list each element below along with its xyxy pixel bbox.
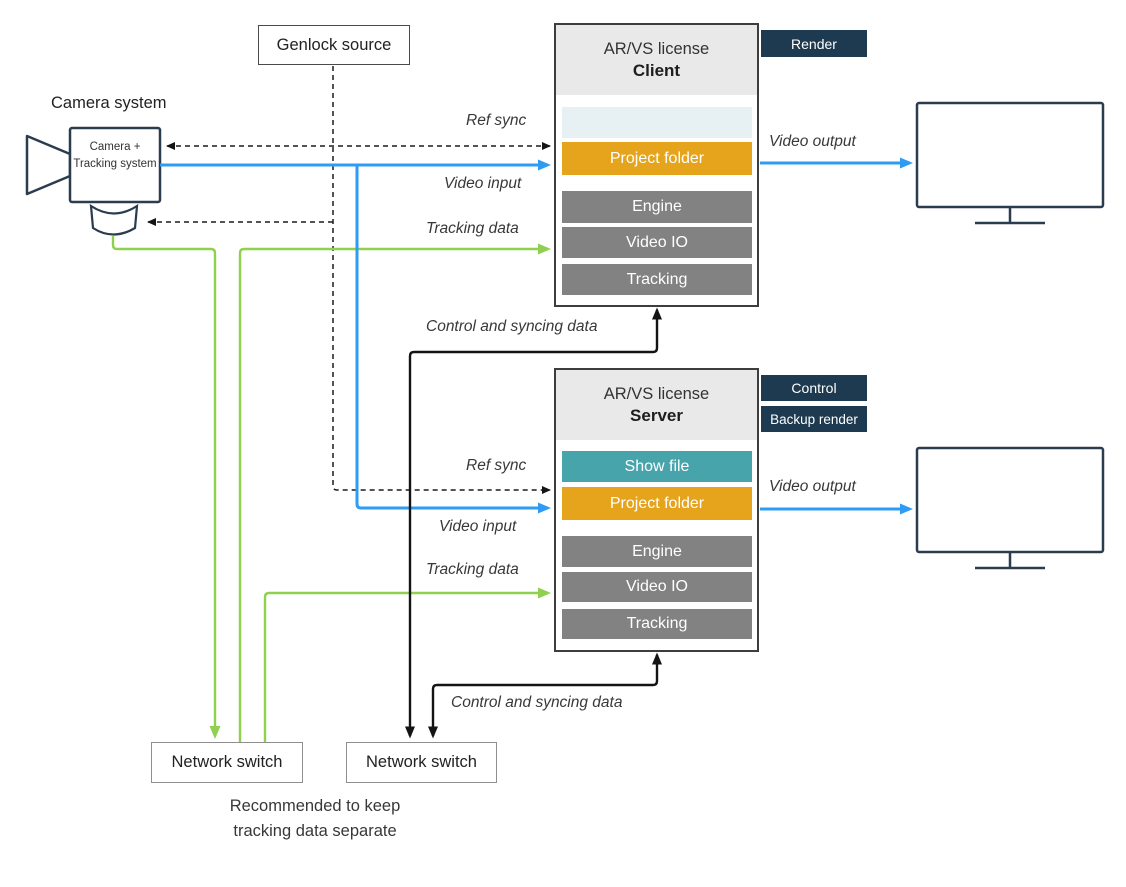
client-row-empty-slot	[562, 107, 752, 138]
arrow-tracking-switch-to-client	[238, 243, 551, 742]
network-switch-left-label: Network switch	[171, 753, 283, 771]
genlock-source-label: Genlock source	[276, 35, 392, 54]
network-switch-right-label: Network switch	[366, 753, 477, 771]
ref-sync-label-client: Ref sync	[466, 112, 527, 129]
video-output-label-server: Video output	[769, 478, 856, 495]
tracking-data-label-server: Tracking data	[426, 561, 519, 578]
arrow-control-server-switch	[428, 652, 662, 739]
monitor-icon-top	[915, 101, 1105, 225]
camera-system-label: Camera system	[51, 94, 167, 112]
server-name-label: Server	[630, 405, 683, 425]
arrow-tracking-camera-to-switch	[111, 236, 221, 739]
server-row-video-io: Video IO	[562, 572, 752, 602]
video-input-label-server: Video input	[439, 518, 517, 535]
arrow-genlock-to-server-ref-sync	[332, 66, 551, 494]
arrow-video-input-server	[355, 165, 551, 514]
arrow-tracking-switch-to-server	[263, 587, 551, 742]
client-header: AR/VS license Client	[556, 25, 757, 95]
camera-lens-hood	[89, 203, 139, 236]
tracking-note: Recommended to keep tracking data separa…	[195, 794, 435, 844]
arrow-control-client-switch	[405, 307, 662, 739]
control-syncing-label-server: Control and syncing data	[451, 694, 623, 711]
network-switch-right-box: Network switch	[346, 742, 497, 783]
monitor-icon-bottom	[915, 446, 1105, 570]
tracking-note-line2: tracking data separate	[233, 821, 397, 840]
client-row-video-io: Video IO	[562, 227, 752, 258]
server-license-label: AR/VS license	[603, 384, 710, 403]
server-header: AR/VS license Server	[556, 370, 757, 440]
server-row-tracking: Tracking	[562, 609, 752, 639]
server-row-show-file: Show file	[562, 451, 752, 482]
control-syncing-label-client: Control and syncing data	[426, 318, 598, 335]
client-row-tracking: Tracking	[562, 264, 752, 295]
client-name-label: Client	[632, 60, 681, 80]
client-box: AR/VS license Client Project folder Engi…	[554, 23, 759, 307]
backup-render-badge: Backup render	[761, 406, 867, 432]
camera-icon	[25, 126, 162, 236]
client-row-engine: Engine	[562, 191, 752, 223]
tracking-data-label-client: Tracking data	[426, 220, 519, 237]
camera-body-label: Camera + Tracking system	[73, 141, 157, 170]
genlock-source-box: Genlock source	[258, 25, 410, 65]
client-row-project-folder: Project folder	[562, 142, 752, 175]
tracking-note-line1: Recommended to keep	[229, 797, 401, 815]
server-box: AR/VS license Server Show file Project f…	[554, 368, 759, 652]
server-row-project-folder: Project folder	[562, 487, 752, 520]
video-output-label-client: Video output	[769, 133, 856, 150]
ref-sync-label-server: Ref sync	[466, 457, 527, 474]
video-input-label-client: Video input	[444, 175, 522, 192]
render-badge: Render	[761, 30, 867, 57]
network-switch-left-box: Network switch	[151, 742, 303, 783]
control-badge: Control	[761, 375, 867, 401]
client-license-label: AR/VS license	[603, 39, 710, 58]
server-row-engine: Engine	[562, 536, 752, 567]
